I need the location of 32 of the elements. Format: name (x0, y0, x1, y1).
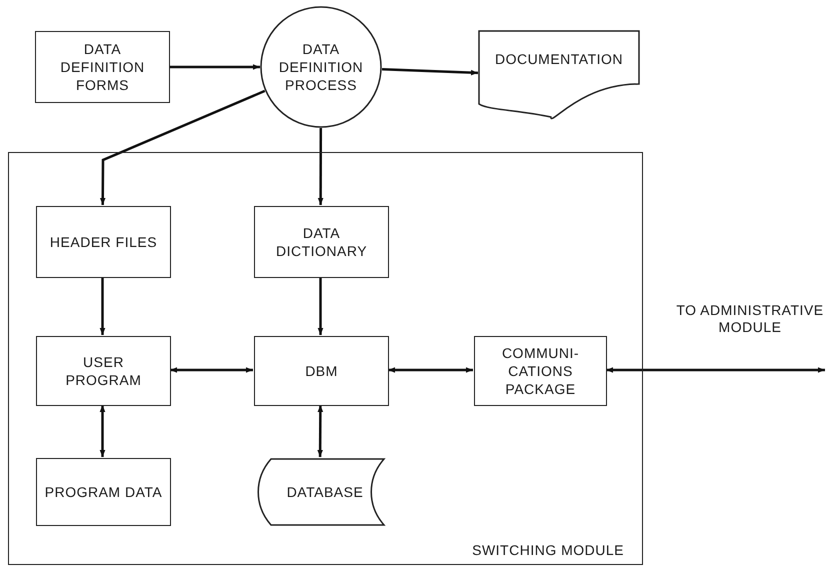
node-label: HEADER FILES (48, 233, 158, 251)
arrow (100, 405, 106, 457)
process-box (474, 336, 607, 406)
arrow (318, 277, 324, 335)
process-box (36, 336, 171, 406)
arrow (100, 277, 106, 335)
arrow (170, 64, 260, 70)
node-label: DATA DEFINITION PROCESS (278, 40, 364, 94)
node-label: USER PROGRAM (64, 353, 142, 389)
node-label: DATA DICTIONARY (274, 224, 368, 260)
arrow (606, 367, 825, 373)
process-box (254, 206, 389, 278)
document-shape (478, 30, 640, 122)
database-shape (257, 458, 385, 526)
node-label: PROGRAM DATA (44, 483, 164, 501)
module-name: SWITCHING MODULE (472, 542, 624, 558)
process-box (36, 458, 171, 526)
process-box (254, 336, 389, 406)
process-box (35, 31, 170, 103)
module-frame (8, 152, 643, 565)
node-label: DATABASE (286, 483, 364, 501)
node-label: DOCUMENTATION (494, 50, 624, 68)
node-label: COMMUNI- CATIONS PACKAGE (500, 344, 580, 398)
arrow (170, 367, 253, 373)
arrow (318, 128, 324, 205)
process-box (36, 206, 171, 278)
arrow (317, 405, 324, 457)
node-label: DATA DEFINITION FORMS (59, 40, 146, 94)
arrow (100, 90, 266, 205)
arrow (382, 68, 478, 76)
arrow (388, 367, 473, 373)
node-label: DBM (304, 362, 339, 380)
